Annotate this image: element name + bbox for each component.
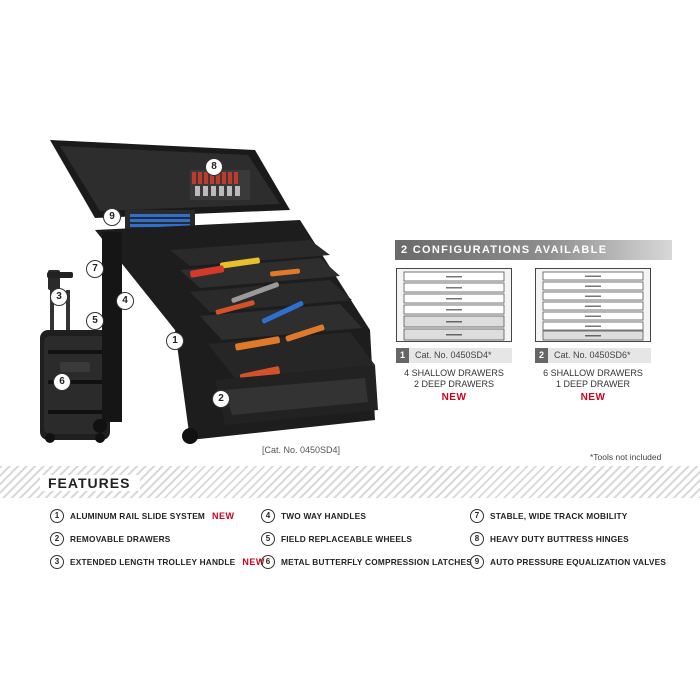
drawer-config-diagram-2 xyxy=(535,268,651,342)
config-1-line1: 4 SHALLOW DRAWERS xyxy=(404,368,504,378)
feature-8-number: 8 xyxy=(470,532,484,546)
callout-6: 6 xyxy=(53,373,71,391)
feature-1-number: 1 xyxy=(50,509,64,523)
callout-9: 9 xyxy=(103,208,121,226)
product-catalog-number: [Cat. No. 0450SD4] xyxy=(262,445,341,455)
callout-8: 8 xyxy=(205,158,223,176)
feature-item-4: 4 TWO WAY HANDLES xyxy=(261,508,366,524)
feature-1-new-badge: NEW xyxy=(212,511,235,521)
feature-7-number: 7 xyxy=(470,509,484,523)
feature-2-label: REMOVABLE DRAWERS xyxy=(70,534,171,544)
feature-5-number: 5 xyxy=(261,532,275,546)
config-2-catalog-row: 2 Cat. No. 0450SD6* xyxy=(535,348,651,363)
tools-not-included-note: *Tools not included xyxy=(590,452,662,462)
config-1-line2: 2 DEEP DRAWERS xyxy=(413,379,495,389)
product-illustration: 8 9 7 3 4 5 1 6 2 xyxy=(40,140,390,460)
feature-item-3: 3 EXTENDED LENGTH TROLLEY HANDLE NEW xyxy=(50,554,265,570)
feature-5-label: FIELD REPLACEABLE WHEELS xyxy=(281,534,413,544)
config-2-new-badge: NEW xyxy=(580,392,606,403)
feature-4-label: TWO WAY HANDLES xyxy=(281,511,367,521)
trolley-case-graphic xyxy=(40,270,110,443)
feature-item-6: 6 METAL BUTTERFLY COMPRESSION LATCHES xyxy=(261,554,472,570)
feature-item-1: 1 ALUMINUM RAIL SLIDE SYSTEM NEW xyxy=(50,508,235,524)
feature-6-label: METAL BUTTERFLY COMPRESSION LATCHES xyxy=(281,557,472,567)
config-1-catalog: Cat. No. 0450SD4* xyxy=(415,350,492,360)
feature-8-label: HEAVY DUTY BUTTRESS HINGES xyxy=(490,534,629,544)
config-1-number-badge: 1 xyxy=(396,348,409,363)
callout-4: 4 xyxy=(116,292,134,310)
config-2-catalog: Cat. No. 0450SD6* xyxy=(554,350,631,360)
config-2-number-badge: 2 xyxy=(535,348,548,363)
configurations-header: 2 CONFIGURATIONS AVAILABLE xyxy=(395,240,672,260)
config-2-line1: 6 SHALLOW DRAWERS xyxy=(543,368,643,378)
callout-5: 5 xyxy=(86,312,104,330)
drawer-case-graphic xyxy=(50,140,378,444)
callout-2: 2 xyxy=(212,390,230,408)
config-2-description: 6 SHALLOW DRAWERS 1 DEEP DRAWER xyxy=(535,368,651,390)
drawer-config-diagram-1 xyxy=(396,268,512,342)
feature-6-number: 6 xyxy=(261,555,275,569)
feature-3-new-badge: NEW xyxy=(242,557,265,567)
callout-3: 3 xyxy=(50,288,68,306)
feature-item-7: 7 STABLE, WIDE TRACK MOBILITY xyxy=(470,508,628,524)
tool-case-image xyxy=(40,140,378,444)
feature-4-number: 4 xyxy=(261,509,275,523)
config-1-description: 4 SHALLOW DRAWERS 2 DEEP DRAWERS xyxy=(396,368,512,390)
feature-item-8: 8 HEAVY DUTY BUTTRESS HINGES xyxy=(470,531,629,547)
features-title: FEATURES xyxy=(40,475,141,491)
config-1-new-badge: NEW xyxy=(441,392,467,403)
feature-1-label: ALUMINUM RAIL SLIDE SYSTEM xyxy=(70,511,206,521)
feature-9-label: AUTO PRESSURE EQUALIZATION VALVES xyxy=(490,557,667,567)
feature-7-label: STABLE, WIDE TRACK MOBILITY xyxy=(490,511,628,521)
callout-1: 1 xyxy=(166,332,184,350)
feature-item-5: 5 FIELD REPLACEABLE WHEELS xyxy=(261,531,412,547)
feature-3-number: 3 xyxy=(50,555,64,569)
config-2-line2: 1 DEEP DRAWER xyxy=(555,379,631,389)
feature-item-2: 2 REMOVABLE DRAWERS xyxy=(50,531,171,547)
feature-3-label: EXTENDED LENGTH TROLLEY HANDLE xyxy=(70,557,236,567)
callout-7: 7 xyxy=(86,260,104,278)
config-1-catalog-row: 1 Cat. No. 0450SD4* xyxy=(396,348,512,363)
feature-2-number: 2 xyxy=(50,532,64,546)
feature-item-9: 9 AUTO PRESSURE EQUALIZATION VALVES xyxy=(470,554,666,570)
feature-9-number: 9 xyxy=(470,555,484,569)
configurations-title: 2 CONFIGURATIONS AVAILABLE xyxy=(401,244,608,256)
